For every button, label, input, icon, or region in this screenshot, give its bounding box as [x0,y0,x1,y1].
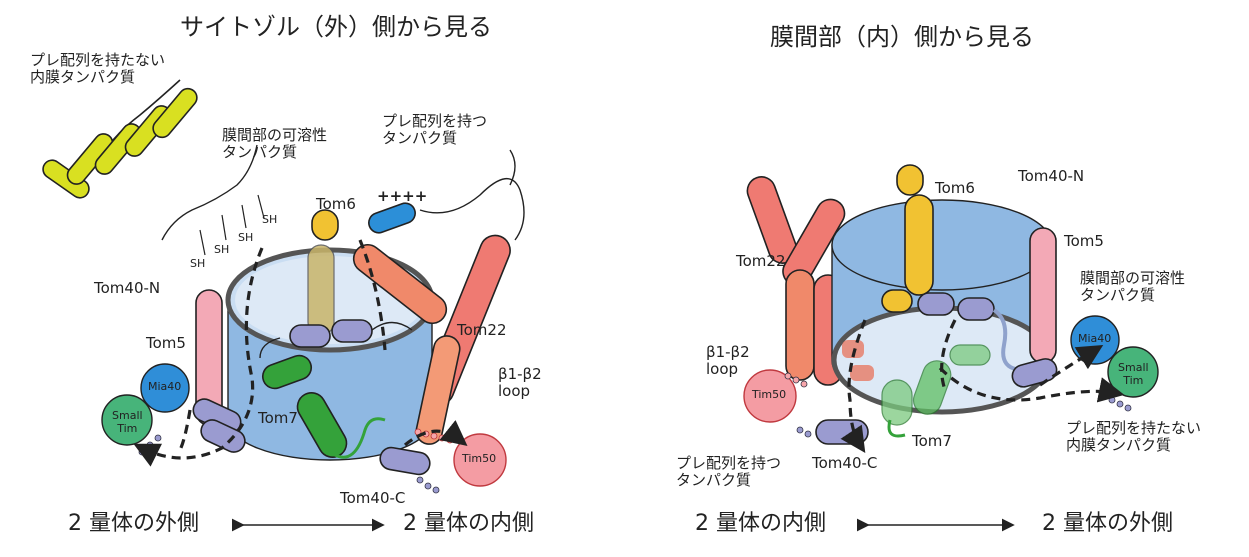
left-presequence-helix [368,202,416,234]
right-label-tom5: Tom5 [1064,232,1104,250]
right-label-ims-soluble-protein: 膜間部の可溶性 タンパク質 [1080,269,1186,305]
right-label-tom6: Tom6 [935,179,975,197]
right-tom40c-cyl [815,419,869,445]
right-tom22-helix-c [785,269,815,381]
left-tom22-helix-c [415,335,461,445]
right-title: 膜間部（内）側から見る [770,23,1034,51]
right-label-mia40: Mia40 [1078,332,1112,345]
right-tom6-helix-long [904,194,934,296]
left-label-tom6: Tom6 [316,195,356,213]
left-panel [42,79,525,532]
left-tim50-circle [453,433,507,487]
left-tom40-left-cyl-2 [200,419,246,453]
left-label-inner-membrane-protein: プレ配列を持たない 内膜タンパク質 [30,51,166,87]
right-label-inner-membrane-protein: プレ配列を持たない 内膜タンパク質 [1066,419,1202,455]
right-bottom-left-label: 2 量体の内側 [695,511,826,536]
left-title: サイトゾル（外）側から見る [180,13,492,41]
left-label-plus-charges: ++++ [377,187,428,205]
right-tim50-circle [743,369,797,423]
left-mia40-circle [140,363,190,413]
right-label-small-tim: Small Tim [1118,361,1149,387]
left-tom40n-cyl-b [331,319,373,343]
left-label-mia40: Mia40 [148,380,182,393]
left-tom6-helix-top [311,209,339,241]
left-tom40c-cyl [379,446,431,476]
left-label-tom40n: Tom40-N [94,279,161,297]
left-dashed-paths [133,239,468,467]
right-tom6-helix-short [881,289,913,313]
left-tom40n-cyl-a [289,324,331,348]
right-label-tom40n: Tom40-N [1018,167,1085,185]
left-label-beta-loop: β1-β2 loop [498,365,542,401]
right-label-tom22: Tom22 [736,252,786,270]
right-tom40n-cyl-a [917,292,955,316]
left-label-tom7: Tom7 [258,409,298,427]
left-bottom-left-label: 2 量体の外側 [68,511,199,536]
right-tom6-helix-top [896,164,924,196]
left-presequence-chain [419,178,525,241]
right-red-blob-a [842,340,864,358]
left-sh-chain [161,144,258,241]
left-tom22-helix-b [352,243,448,325]
left-label-tom22: Tom22 [457,321,507,339]
left-label-sh-2: SH [214,243,230,256]
left-tom7-helix-a [261,354,313,390]
right-dashed-paths [840,319,1125,453]
left-label-ims-soluble-protein: 膜間部の可溶性 タンパク質 [222,126,328,162]
right-label-tom40c: Tom40-C [812,454,878,472]
right-panel [743,164,1159,532]
right-tom7-faded [881,344,991,426]
right-red-blob-b [850,365,874,381]
right-tom5-helix [1029,227,1057,364]
left-small-tim-circle [101,394,153,446]
right-beads [784,372,1132,438]
left-label-tom40c: Tom40-C [340,489,406,507]
left-label-sh-1: SH [190,257,206,270]
right-label-presequence-protein: プレ配列を持つ タンパク質 [676,454,782,490]
right-bottom-right-label: 2 量体の外側 [1042,511,1173,536]
left-inner-membrane-helices [42,79,198,199]
left-label-tim50: Tim50 [462,452,497,465]
right-label-tim50: Tim50 [752,388,787,401]
right-tom40-barrel [831,199,1053,415]
left-label-sh-4: SH [262,213,278,226]
right-tom40n-cyl-b [957,297,995,321]
right-label-beta-loop: β1-β2 loop [706,343,750,379]
left-tom6-helix-inner [307,244,335,336]
left-label-sh-3: SH [238,231,254,244]
right-label-tom7: Tom7 [912,432,952,450]
left-bottom-right-label: 2 量体の内側 [403,511,534,536]
left-label-tom5: Tom5 [146,334,186,352]
left-label-small-tim: Small Tim [112,409,143,435]
left-label-presequence-protein: プレ配列を持つ タンパク質 [382,112,488,148]
